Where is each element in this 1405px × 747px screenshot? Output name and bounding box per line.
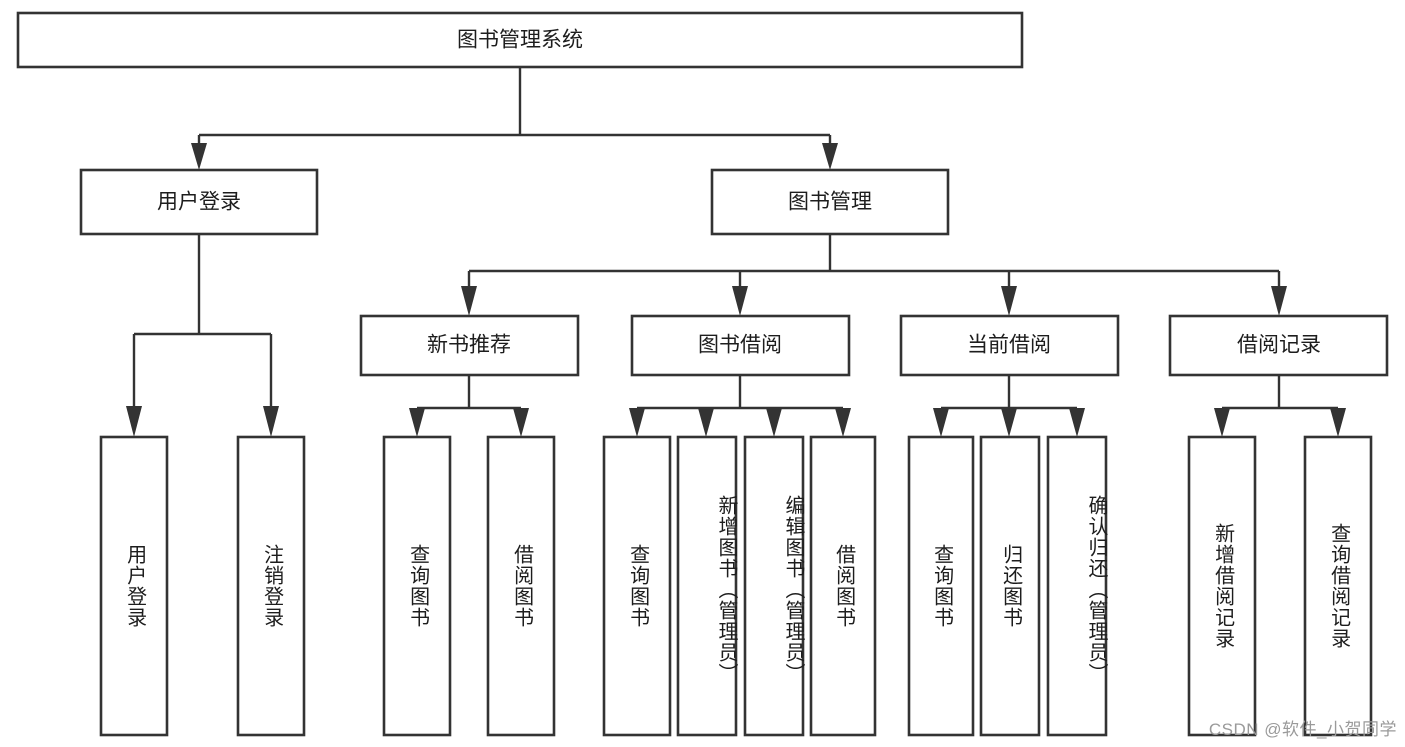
node-book-management[interactable]: 图书管理	[710, 168, 950, 236]
node-borrow-record[interactable]: 借阅记录	[1168, 314, 1389, 377]
node-new-book-recommend[interactable]: 新书推荐	[359, 314, 580, 377]
leaf-box-add-record[interactable]	[1187, 435, 1257, 737]
connector-root-to-level2	[191, 67, 838, 170]
node-book-borrow-label: 图书借阅	[698, 334, 782, 357]
arrow-head-icon	[409, 408, 425, 437]
arrow-head-icon	[933, 408, 949, 437]
arrow-head-icon	[461, 286, 477, 316]
arrow-head-icon	[629, 408, 645, 437]
arrow-head-icon	[1069, 408, 1085, 437]
node-current-borrow[interactable]: 当前借阅	[899, 314, 1120, 377]
node-book-borrow[interactable]: 图书借阅	[630, 314, 851, 377]
arrow-head-icon	[1001, 408, 1017, 437]
leaf-box-borrow-book-1[interactable]	[486, 435, 556, 737]
connector-bookmgmt-to-level3	[461, 234, 1287, 316]
leaf-box-query-book-2[interactable]	[602, 435, 672, 737]
arrow-head-icon	[732, 286, 748, 316]
arrow-head-icon	[513, 408, 529, 437]
connector-userlogin-to-leaves	[126, 234, 279, 437]
node-user-login[interactable]: 用户登录	[79, 168, 319, 236]
node-root[interactable]: 图书管理系统	[16, 11, 1024, 69]
watermark: CSDN @软件_小贺同学	[1208, 720, 1397, 739]
node-book-borrow-box[interactable]	[630, 314, 851, 377]
node-user-login-label: 用户登录	[157, 191, 241, 214]
leaf-box-confirm-return[interactable]	[1046, 435, 1108, 737]
node-current-borrow-label: 当前借阅	[967, 334, 1051, 357]
leaf-box-query-record[interactable]	[1303, 435, 1373, 737]
node-borrow-record-box[interactable]	[1168, 314, 1389, 377]
node-book-management-box[interactable]	[710, 168, 950, 236]
arrow-head-icon	[1001, 286, 1017, 316]
node-borrow-record-label: 借阅记录	[1237, 334, 1321, 357]
connector-borrowrecord-to-leaves	[1214, 375, 1346, 437]
arrow-head-icon	[822, 143, 838, 170]
leaf-box-return-book[interactable]	[979, 435, 1041, 737]
leaf-box-add-book[interactable]	[676, 435, 738, 737]
arrow-head-icon	[835, 408, 851, 437]
arrow-head-icon	[191, 143, 207, 170]
node-root-label: 图书管理系统	[457, 29, 583, 52]
leaf-box-query-book-1[interactable]	[382, 435, 452, 737]
node-user-login-box[interactable]	[79, 168, 319, 236]
connector-currentborrow-to-leaves	[933, 375, 1085, 437]
arrow-head-icon	[1271, 286, 1287, 316]
node-new-book-recommend-label: 新书推荐	[427, 334, 511, 357]
arrow-head-icon	[263, 406, 279, 437]
node-book-management-label: 图书管理	[788, 191, 872, 214]
arrow-head-icon	[766, 408, 782, 437]
connector-newbook-to-leaves	[409, 375, 529, 437]
leaf-box-query-book-3[interactable]	[907, 435, 975, 737]
node-current-borrow-box[interactable]	[899, 314, 1120, 377]
arrow-head-icon	[698, 408, 714, 437]
arrow-head-icon	[1330, 408, 1346, 437]
arrow-head-icon	[1214, 408, 1230, 437]
node-root-box[interactable]	[16, 11, 1024, 69]
leaf-box-borrow-book-2[interactable]	[809, 435, 877, 737]
connector-bookborrow-to-leaves	[629, 375, 851, 437]
leaf-box-user-login[interactable]	[99, 435, 169, 737]
leaf-box-logout[interactable]	[236, 435, 306, 737]
arrow-head-icon	[126, 406, 142, 437]
leaf-box-edit-book[interactable]	[743, 435, 805, 737]
node-new-book-recommend-box[interactable]	[359, 314, 580, 377]
